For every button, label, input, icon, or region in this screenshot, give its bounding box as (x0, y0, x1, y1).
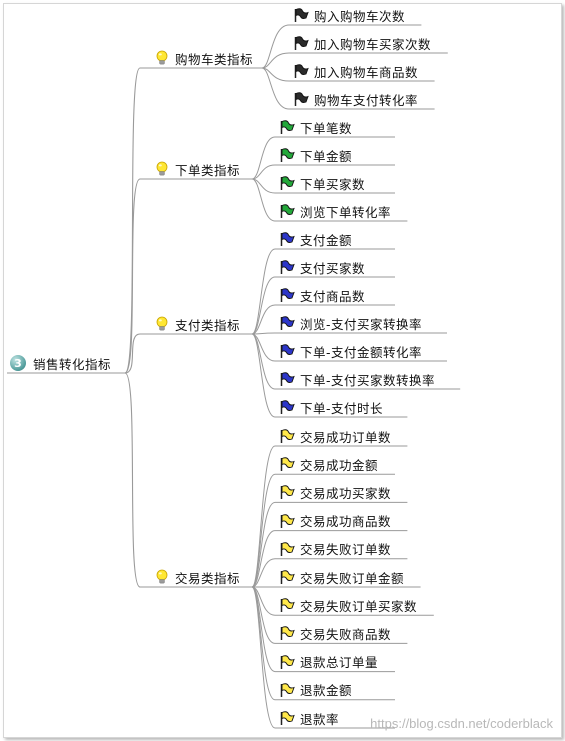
leaf-label: 下单-支付金额转化率 (300, 344, 423, 360)
leaf-label: 浏览下单转化率 (300, 204, 392, 220)
leaf-node[interactable]: 支付买家数 (279, 258, 365, 276)
leaf-label: 退款率 (300, 711, 340, 727)
leaf-node[interactable]: 交易成功订单数 (279, 427, 391, 445)
leaf-node[interactable]: 浏览下单转化率 (279, 202, 391, 220)
leaf-label: 浏览-支付买家转换率 (300, 316, 423, 332)
flag-icon (279, 654, 295, 670)
flag-icon (279, 428, 295, 444)
branch-node[interactable]: 下单类指标 (154, 160, 240, 178)
leaf-label: 交易成功金额 (300, 457, 379, 473)
flag-icon (279, 682, 295, 698)
leaf-node[interactable]: 支付金额 (279, 230, 352, 248)
leaf-node[interactable]: 退款金额 (279, 681, 352, 699)
flag-icon (279, 710, 295, 726)
leaf-node[interactable]: 交易成功买家数 (279, 483, 391, 501)
connector-lines (7, 24, 461, 729)
leaf-label: 交易失败商品数 (300, 626, 392, 642)
branch-node[interactable]: 支付类指标 (154, 315, 240, 333)
branch-label: 下单类指标 (175, 162, 241, 178)
leaf-label: 交易失败订单金额 (300, 570, 405, 586)
branch-label: 支付类指标 (175, 317, 241, 333)
flag-icon (279, 569, 295, 585)
branch-label: 购物车类指标 (175, 51, 254, 67)
leaf-label: 购物车支付转化率 (314, 92, 419, 108)
leaf-node[interactable]: 下单-支付买家数转换率 (279, 370, 435, 388)
leaf-node[interactable]: 下单买家数 (279, 174, 365, 192)
flag-icon (279, 231, 295, 247)
leaf-label: 退款金额 (300, 683, 353, 699)
leaf-label: 购入购物车次数 (314, 8, 406, 24)
leaf-label: 下单笔数 (300, 120, 353, 136)
number-badge-icon: 3 (10, 355, 26, 371)
leaf-label: 交易失败订单数 (300, 542, 392, 558)
flag-icon (279, 203, 295, 219)
branch-node[interactable]: 购物车类指标 (154, 49, 253, 67)
leaf-label: 下单-支付时长 (300, 400, 384, 416)
leaf-node[interactable]: 加入购物车买家次数 (293, 34, 431, 52)
flag-icon (279, 119, 295, 135)
branch-node[interactable]: 交易类指标 (154, 568, 240, 586)
leaf-node[interactable]: 退款总订单量 (279, 653, 378, 671)
leaf-node[interactable]: 购入购物车次数 (293, 6, 405, 24)
flag-icon (279, 287, 295, 303)
leaf-node[interactable]: 支付商品数 (279, 286, 365, 304)
leaf-label: 支付商品数 (300, 288, 366, 304)
leaf-label: 交易失败订单买家数 (300, 598, 418, 614)
root-label: 销售转化指标 (33, 356, 112, 372)
flag-icon (279, 147, 295, 163)
leaf-node[interactable]: 下单笔数 (279, 118, 352, 136)
lightbulb-icon (154, 161, 170, 177)
lightbulb-icon (154, 569, 170, 585)
branch-label: 交易类指标 (175, 570, 241, 586)
flag-icon (279, 343, 295, 359)
leaf-label: 交易成功订单数 (300, 429, 392, 445)
leaf-label: 退款总订单量 (300, 655, 379, 671)
flag-icon (293, 63, 309, 79)
flag-icon (279, 541, 295, 557)
leaf-node[interactable]: 交易成功商品数 (279, 512, 391, 530)
leaf-node[interactable]: 退款率 (279, 709, 339, 727)
flag-icon (293, 91, 309, 107)
leaf-label: 下单金额 (300, 148, 353, 164)
leaf-label: 下单买家数 (300, 176, 366, 192)
flag-icon (279, 597, 295, 613)
flag-icon (279, 371, 295, 387)
flag-icon (279, 513, 295, 529)
lightbulb-icon (154, 50, 170, 66)
flag-icon (279, 625, 295, 641)
flag-icon (279, 315, 295, 331)
leaf-node[interactable]: 交易失败商品数 (279, 624, 391, 642)
leaf-node[interactable]: 下单-支付时长 (279, 398, 383, 416)
root-node[interactable]: 3 销售转化指标 (10, 354, 111, 372)
leaf-label: 下单-支付买家数转换率 (300, 372, 436, 388)
leaf-label: 支付买家数 (300, 260, 366, 276)
mindmap-canvas: 3 销售转化指标 购物车类指标 购入购物车次数加入购物车买家次数加入购物车商品数购物车… (3, 3, 562, 738)
flag-icon (279, 259, 295, 275)
leaf-node[interactable]: 下单-支付金额转化率 (279, 342, 422, 360)
flag-icon (279, 175, 295, 191)
leaf-node[interactable]: 购物车支付转化率 (293, 90, 418, 108)
flag-icon (279, 456, 295, 472)
leaf-node[interactable]: 浏览-支付买家转换率 (279, 314, 422, 332)
leaf-label: 加入购物车商品数 (314, 64, 419, 80)
leaf-label: 交易成功商品数 (300, 514, 392, 530)
flag-icon (279, 399, 295, 415)
flag-icon (293, 7, 309, 23)
leaf-node[interactable]: 交易成功金额 (279, 455, 378, 473)
lightbulb-icon (154, 316, 170, 332)
leaf-node[interactable]: 加入购物车商品数 (293, 62, 418, 80)
leaf-node[interactable]: 下单金额 (279, 146, 352, 164)
leaf-label: 交易成功买家数 (300, 485, 392, 501)
leaf-node[interactable]: 交易失败订单数 (279, 540, 391, 558)
flag-icon (279, 484, 295, 500)
leaf-label: 加入购物车买家次数 (314, 36, 432, 52)
leaf-node[interactable]: 交易失败订单金额 (279, 568, 404, 586)
leaf-node[interactable]: 交易失败订单买家数 (279, 596, 417, 614)
flag-icon (293, 35, 309, 51)
watermark-text: https://blog.csdn.net/coderblack (370, 716, 553, 731)
leaf-label: 支付金额 (300, 232, 353, 248)
